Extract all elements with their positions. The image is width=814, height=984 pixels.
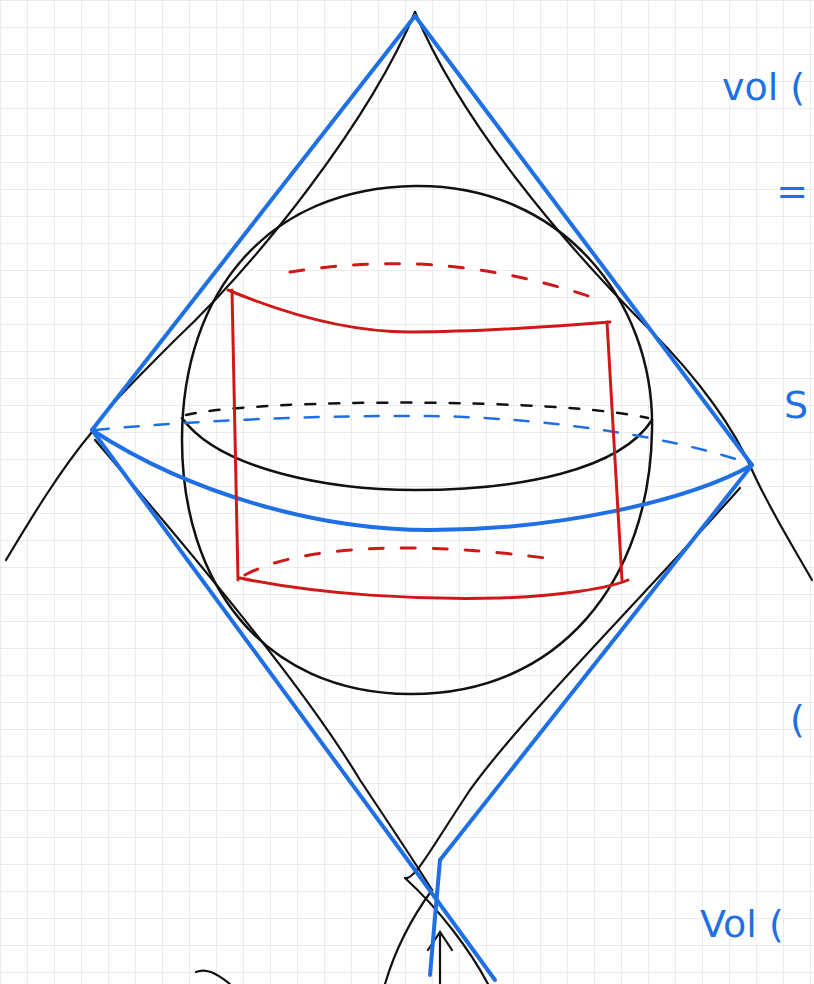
formula-text: Vol ( [700,905,784,943]
blue-diamond [92,16,752,980]
black-cone [6,12,812,984]
formula-text: ( [790,700,805,738]
formula-text: S [784,386,808,424]
formula-text: = [776,172,808,210]
red-cylinder [228,264,628,599]
formula-text: vol ( [722,68,805,106]
sphere [182,186,652,694]
